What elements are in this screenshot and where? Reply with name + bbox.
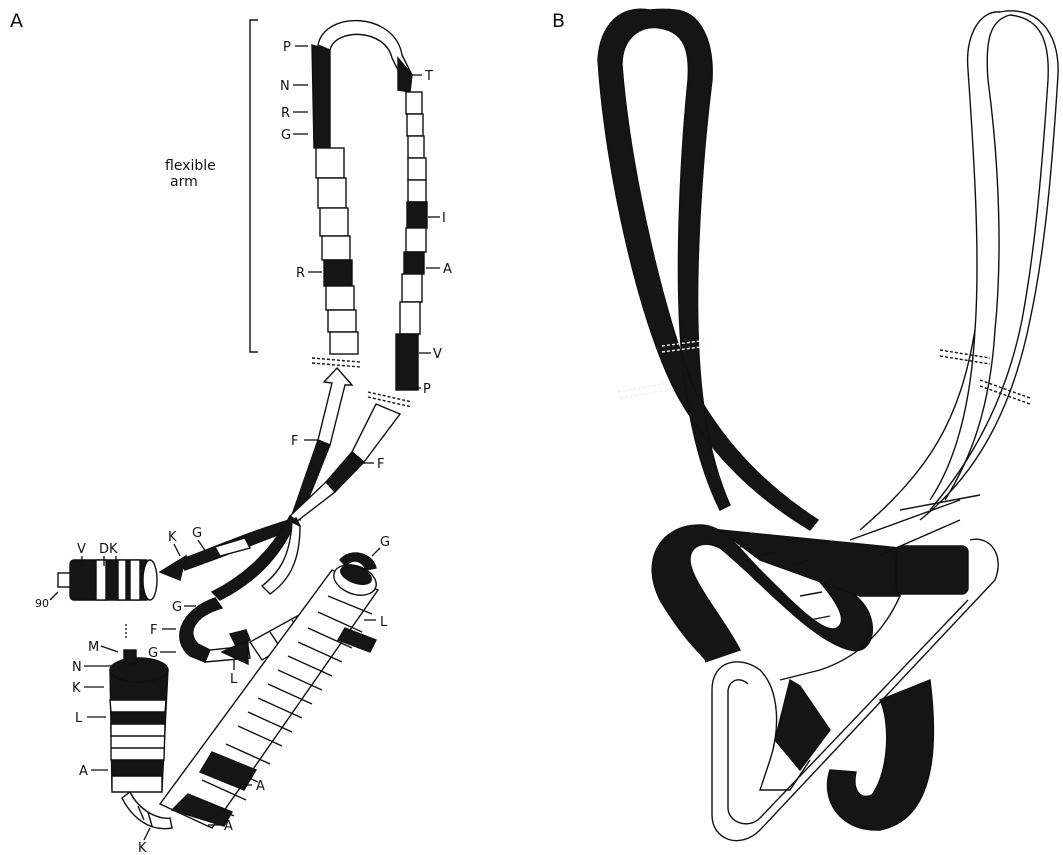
label-f-right: F bbox=[377, 457, 384, 472]
label-v-right: V bbox=[433, 347, 442, 362]
label-t: T bbox=[424, 69, 433, 84]
label-f-left: F bbox=[291, 434, 298, 449]
label-k-arm: K bbox=[168, 530, 177, 545]
small-cylinder bbox=[58, 560, 157, 600]
label-m-cone: M bbox=[88, 640, 99, 655]
label-dk-cyl: DK bbox=[99, 542, 118, 557]
panel-b-letter: B bbox=[552, 10, 565, 32]
label-n-top: N bbox=[280, 79, 290, 94]
label-f-loop: F bbox=[150, 623, 157, 638]
label-g-top-right: G bbox=[380, 535, 390, 550]
white-hairpin bbox=[860, 11, 1058, 530]
label-l-cone: L bbox=[75, 711, 83, 726]
arm-arrowhead bbox=[160, 556, 186, 580]
label-a-bottom1: A bbox=[256, 779, 265, 794]
label-l-loop: L bbox=[230, 672, 238, 687]
label-r-mid: R bbox=[296, 266, 305, 281]
label-r-top: R bbox=[281, 106, 290, 121]
label-90: 90 bbox=[35, 597, 49, 610]
label-i: I bbox=[442, 211, 446, 226]
black-hairpin bbox=[598, 9, 818, 530]
flexible-arm-bracket bbox=[250, 20, 258, 352]
label-g-top: G bbox=[281, 128, 291, 143]
flexible-arm-label-1: flexible bbox=[165, 158, 216, 174]
lower-black-body bbox=[652, 525, 968, 830]
label-p-top: P bbox=[283, 40, 291, 55]
label-a-cone: A bbox=[79, 764, 88, 779]
label-g-arm: G bbox=[192, 526, 202, 541]
panel-a-letter: A bbox=[10, 10, 23, 32]
label-p-right: P bbox=[423, 382, 431, 397]
label-n-cone: N bbox=[72, 660, 82, 675]
label-k-bottom: K bbox=[138, 841, 147, 855]
label-a-right: A bbox=[443, 262, 452, 277]
label-g-loop2: G bbox=[148, 646, 158, 661]
label-a-bottom2: A bbox=[224, 819, 233, 834]
label-l-right: L bbox=[380, 615, 388, 630]
flexible-arm-label-2: arm bbox=[170, 174, 198, 190]
label-g-loop1: G bbox=[172, 600, 182, 615]
label-k-cone: K bbox=[72, 681, 81, 696]
label-v-cyl: V bbox=[77, 542, 86, 557]
